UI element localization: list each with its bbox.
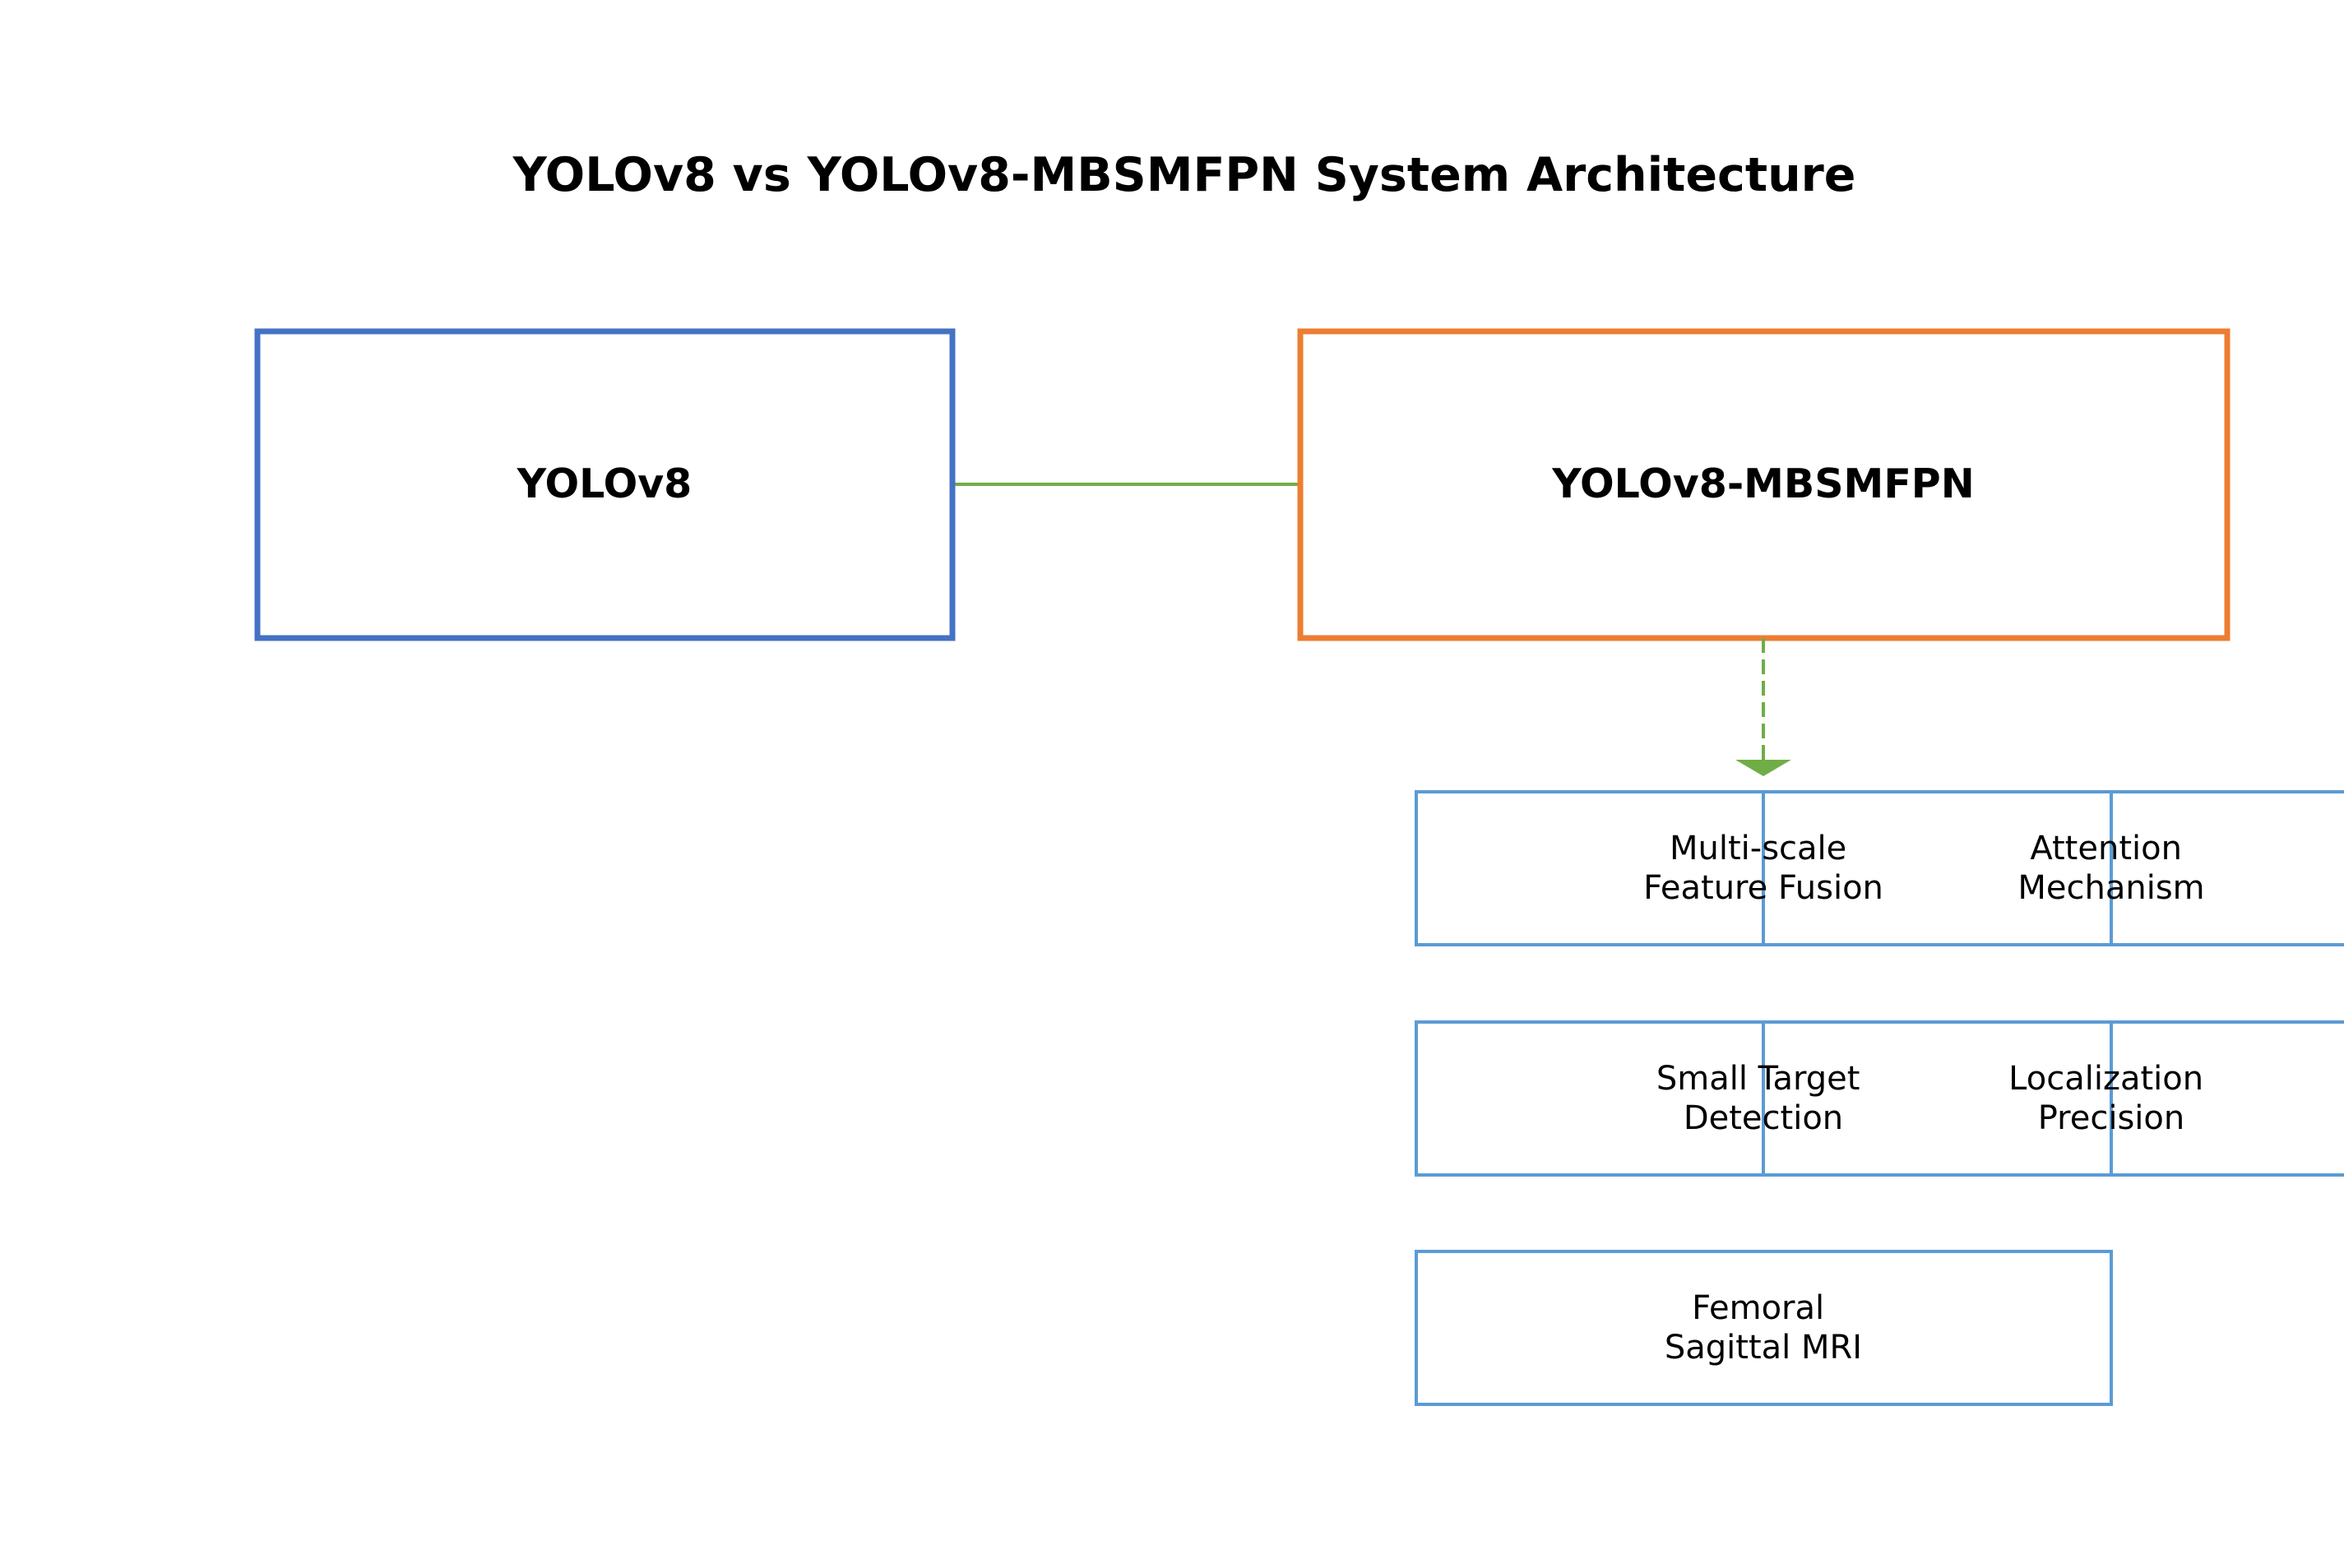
node-yolov8: YOLOv8 [254, 328, 956, 641]
arrow-improved-to-modules [1735, 638, 1791, 776]
diagram-title: YOLOv8 vs YOLOv8-MBSMFPN System Architec… [512, 148, 1856, 202]
node-yolov8-mbsmfpn-label: YOLOv8-MBSMFPN [1551, 460, 1974, 507]
module-box-femoral-sagittal-mri [1415, 1250, 2113, 1406]
module-box-attention-mechanism [1762, 790, 2344, 946]
module-box-localization-precision [1762, 1020, 2344, 1177]
node-yolov8-mbsmfpn: YOLOv8-MBSMFPN [1297, 328, 2231, 641]
module-label-attention-mechanism: Attention Mechanism [2017, 830, 2204, 907]
module-label-small-target-detection: Small Target Detection [1656, 1060, 1870, 1137]
module-label-multi-scale-feature-fusion: Multi-scale Feature Fusion [1643, 830, 1883, 907]
arrow-head-icon [1735, 760, 1791, 776]
node-yolov8-box [254, 328, 956, 641]
module-label-femoral-sagittal-mri: Femoral Sagittal MRI [1665, 1289, 1862, 1367]
module-label-localization-precision: Localization Precision [2008, 1060, 2214, 1137]
node-yolov8-label: YOLOv8 [517, 460, 693, 507]
